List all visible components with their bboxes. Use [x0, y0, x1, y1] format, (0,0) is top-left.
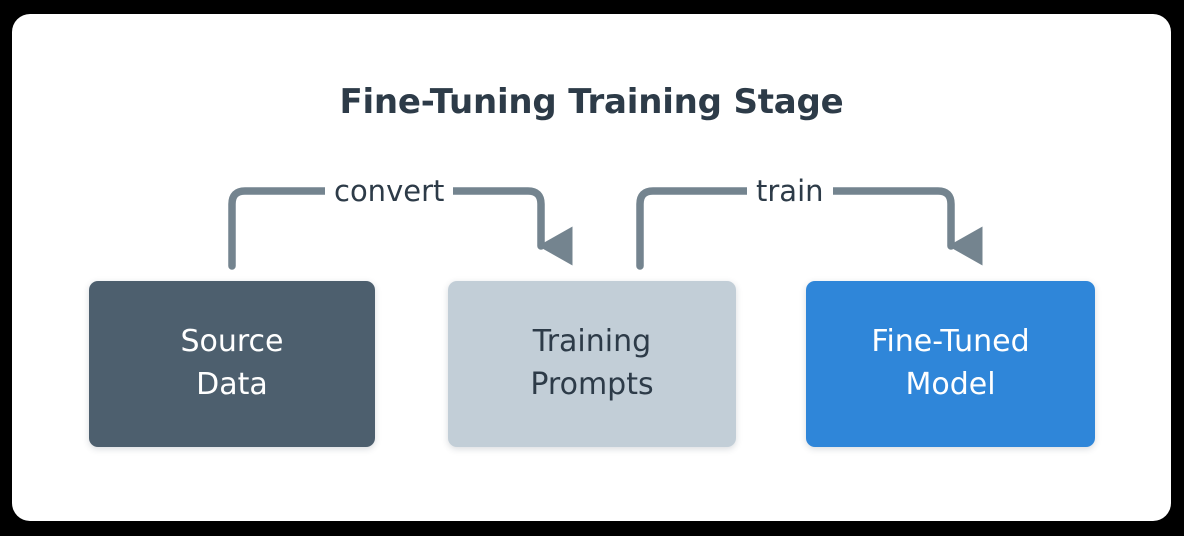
edge-label-convert: convert — [325, 177, 454, 206]
node-training-prompts-text: Training Prompts — [530, 321, 653, 406]
page-title: Fine-Tuning Training Stage — [339, 82, 844, 122]
node-training-prompts[interactable]: Training Prompts — [448, 281, 736, 447]
diagram-card: Fine-Tuning Training Stage convert train… — [12, 14, 1171, 521]
node-fine-tuned-model-line1: Fine-Tuned — [871, 324, 1030, 360]
node-fine-tuned-model-text: Fine-Tuned Model — [871, 321, 1029, 406]
node-source-data-text: Source Data — [180, 321, 283, 406]
node-source-data-line1: Source — [180, 324, 284, 360]
node-source-data-line2: Data — [196, 367, 268, 402]
node-training-prompts-line2: Prompts — [530, 367, 654, 402]
node-fine-tuned-model[interactable]: Fine-Tuned Model — [806, 281, 1095, 447]
edge-label-train: train — [747, 177, 833, 206]
node-source-data[interactable]: Source Data — [89, 281, 375, 447]
node-fine-tuned-model-line2: Model — [905, 367, 996, 402]
node-training-prompts-line1: Training — [532, 324, 652, 360]
